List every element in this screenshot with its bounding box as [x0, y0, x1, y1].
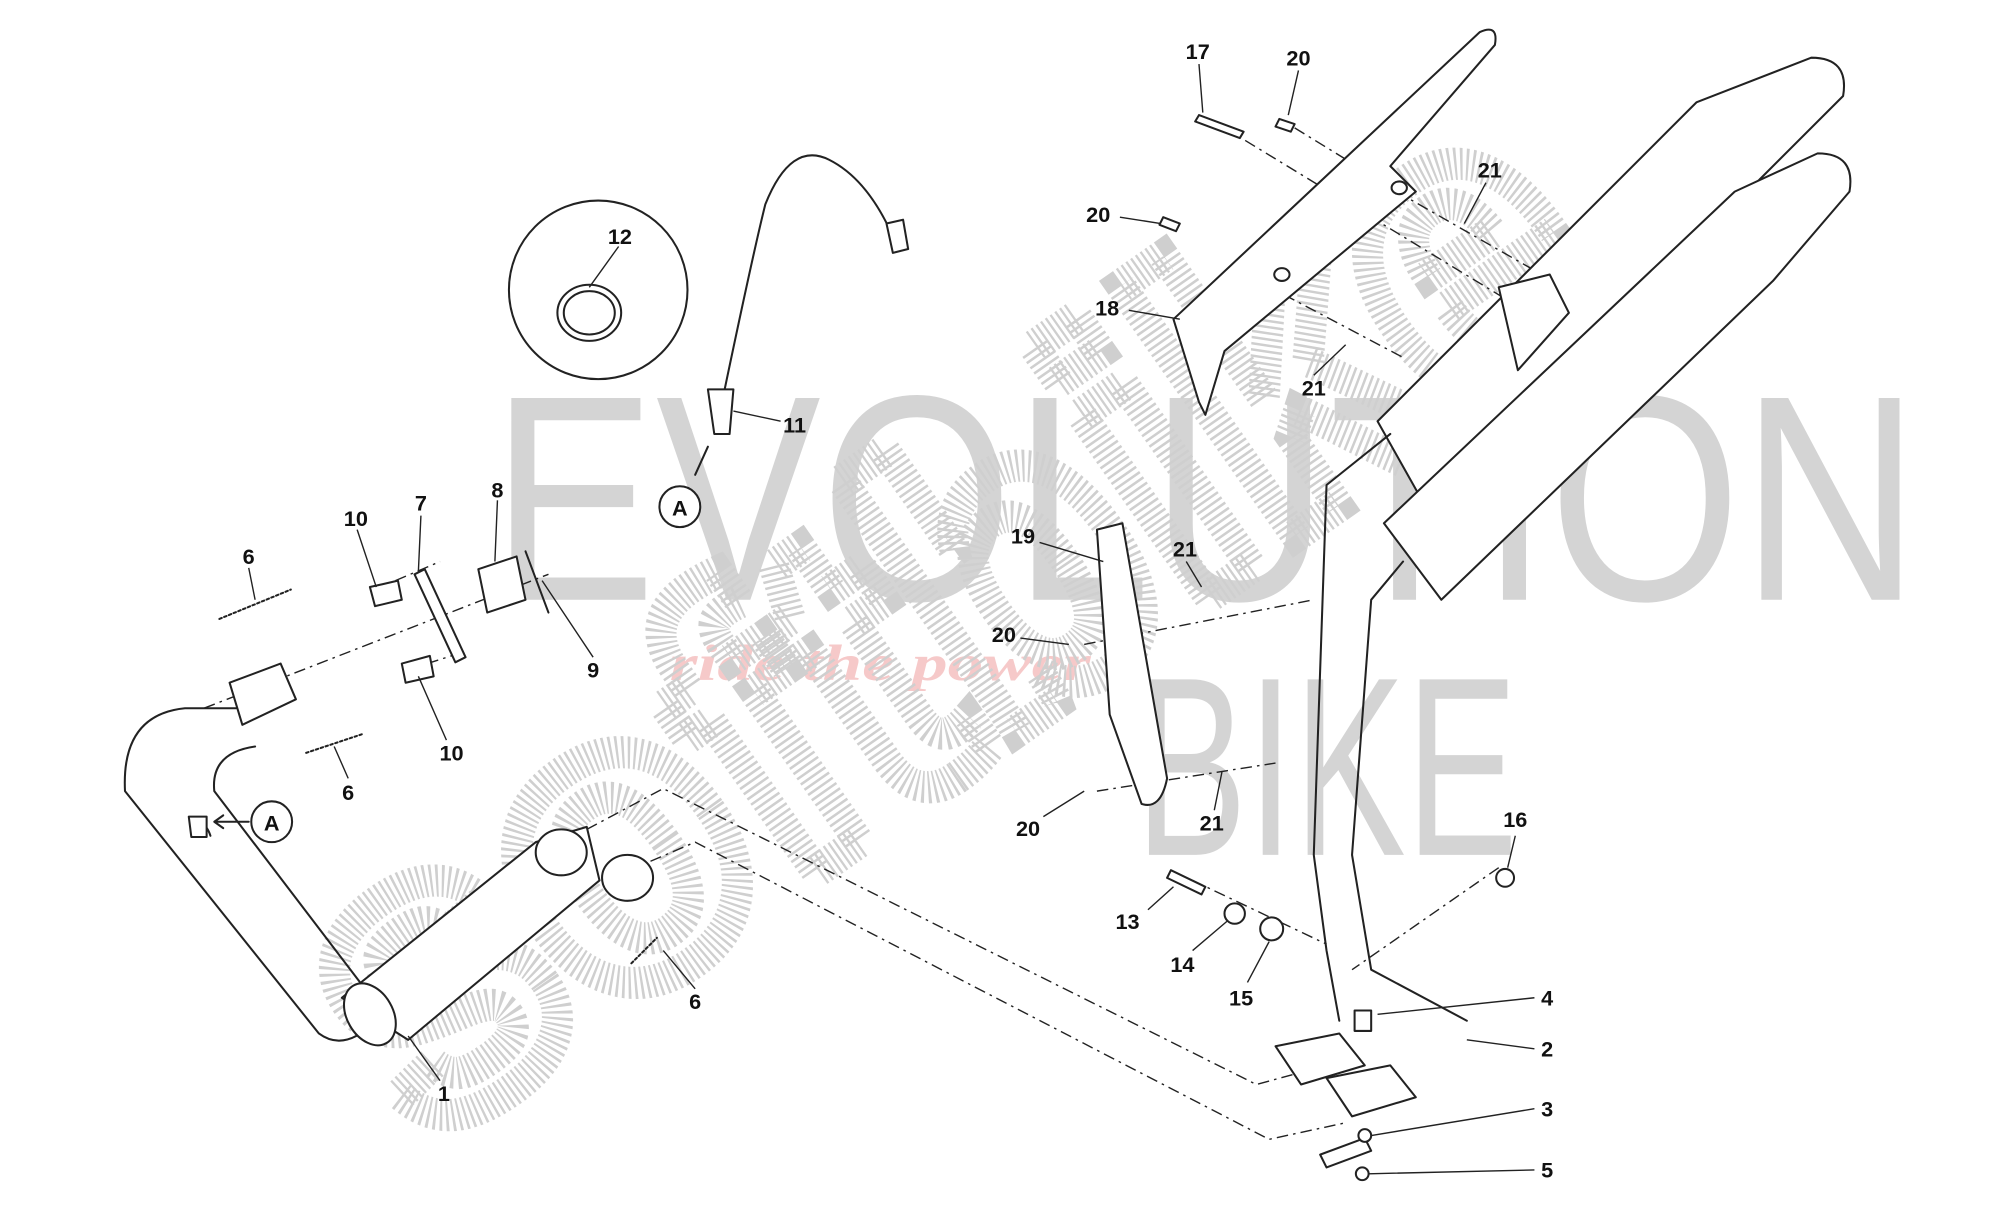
- callout-12: 12: [608, 224, 632, 249]
- callout-11: 11: [783, 413, 806, 438]
- detail-marker-a-label-top: A: [672, 496, 688, 521]
- callout-4: 4: [1541, 985, 1553, 1010]
- callout-20: 20: [1016, 816, 1040, 841]
- heat-shield-part-19: [1095, 522, 1169, 806]
- callout-8: 8: [491, 478, 503, 503]
- callout-15: 15: [1229, 985, 1253, 1010]
- detail-marker-a: A A: [213, 485, 702, 844]
- callout-6: 6: [689, 989, 701, 1014]
- leader-lines: [248, 64, 1535, 1175]
- heat-shield-part-18: [1172, 28, 1497, 416]
- callout-10: 10: [344, 506, 368, 531]
- detail-marker-a-label-bottom: A: [264, 811, 280, 836]
- callout-21: 21: [1478, 158, 1502, 183]
- fasteners: [1158, 114, 1516, 1182]
- header-pipe-part-1: [123, 662, 655, 1047]
- callout-18: 18: [1095, 295, 1119, 320]
- clamp-detail-part-12: [507, 199, 689, 381]
- callout-labels: 1 2 3 4 5 6 6 6 7 8 9 10 10 11 12 13 14 …: [243, 39, 1554, 1183]
- callout-13: 13: [1115, 909, 1139, 934]
- muffler-part-2: [1274, 56, 1852, 1118]
- watermark-brand-bottom: BIKE: [1135, 625, 1518, 910]
- callout-6: 6: [342, 780, 354, 805]
- callout-20: 20: [1286, 45, 1310, 70]
- callout-19: 19: [1011, 524, 1035, 549]
- callout-6: 6: [243, 544, 255, 569]
- callout-2: 2: [1541, 1036, 1553, 1061]
- callout-3: 3: [1541, 1096, 1553, 1121]
- callout-20: 20: [992, 622, 1016, 647]
- callout-10: 10: [439, 741, 463, 766]
- callout-14: 14: [1170, 952, 1194, 977]
- watermark-tagline: ride the power: [670, 636, 1093, 692]
- flange-gasket-parts: [368, 550, 550, 684]
- spring-part-6: [218, 588, 658, 965]
- callout-21: 21: [1302, 376, 1326, 401]
- callout-20: 20: [1086, 202, 1110, 227]
- lambda-sensor-part-11: [694, 154, 910, 476]
- callout-9: 9: [587, 658, 599, 683]
- callout-21: 21: [1173, 536, 1197, 561]
- callout-16: 16: [1503, 807, 1527, 832]
- callout-17: 17: [1186, 39, 1210, 64]
- callout-7: 7: [415, 491, 427, 516]
- callout-21: 21: [1200, 811, 1224, 836]
- callout-5: 5: [1541, 1158, 1553, 1183]
- sensor-boss: [187, 815, 208, 839]
- callout-1: 1: [438, 1081, 450, 1106]
